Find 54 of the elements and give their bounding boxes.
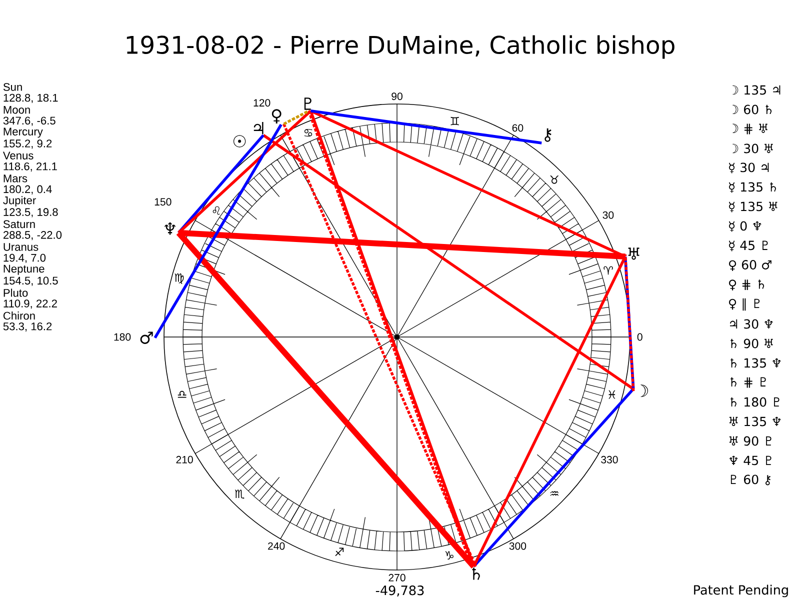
aspect-entry: ☿ 45 ♇ — [729, 240, 768, 252]
position-text: Chiron — [4, 312, 35, 320]
aspect-entry: ☿ 135 ♅ — [729, 202, 778, 212]
chart-title: 1931-08-02 - Pierre DuMaine, Catholic bishop — [126, 35, 674, 59]
position-text: 53.3, 16.2 — [3, 322, 52, 332]
position-text: 155.2, 9.2 — [4, 140, 52, 149]
degree-number: 90 — [392, 92, 402, 100]
position-text: Uranus — [4, 243, 38, 251]
degree-number: 0 — [637, 333, 642, 341]
position-text: Saturn — [3, 220, 35, 228]
aspect-entry: ♄ 135 ♆ — [730, 358, 781, 368]
aspect-entry: ♇ 60 ⚷ — [730, 474, 771, 486]
position-text: 110.9, 22.2 — [4, 300, 57, 309]
aspect-entry: ♄ 90 ♅ — [730, 338, 773, 348]
aspect-entry: ♆ 45 ♇ — [730, 456, 772, 466]
aspect-entry: ♀ 60 ♂ — [729, 260, 772, 271]
aspect-entry: ☿ 0 ♆ — [729, 221, 762, 232]
aspect-entry: ♀ ⋕ ♄ — [729, 280, 764, 290]
aspect-entry: ♅ 135 ♆ — [729, 416, 781, 426]
aspect-entry: ☽ 60 ♄ — [732, 104, 772, 114]
position-text: 128.8, 18.1 — [4, 94, 58, 103]
position-text: 19.4, 7.0 — [4, 254, 46, 264]
aspect-entry: ☿ 30 ♃ — [729, 162, 769, 174]
position-text: Pluto — [4, 288, 28, 297]
position-text: 180.2, 0.4 — [4, 185, 52, 194]
position-text: 123.5, 19.8 — [4, 208, 58, 218]
planet-symbol: ♅ — [628, 248, 640, 260]
position-text: 347.6, -6.5 — [3, 116, 56, 126]
degree-number: 270 — [388, 574, 406, 582]
position-text: 118.6, 21.1 — [4, 162, 57, 172]
aspect-entry: ♃ 30 ♆ — [730, 319, 773, 329]
aspect-entry: ☿ 135 ♄ — [729, 182, 776, 193]
position-text: Sun — [3, 83, 22, 91]
position-text: Neptune — [4, 264, 44, 275]
aspect-entry: ♀ ∥ ♇ — [729, 298, 760, 311]
aspect-entry: ☽ 135 ♃ — [732, 85, 780, 95]
aspect-entry: ☽ 30 ♅ — [732, 144, 773, 154]
position-text: 288.5, -22.0 — [4, 231, 62, 240]
planet-symbol: ♄ — [472, 568, 480, 580]
position-text: Mars — [4, 174, 28, 182]
aspect-entry: ♅ 90 ♇ — [729, 436, 772, 446]
planet-symbol: ☽ — [640, 384, 648, 397]
aspect-entry: ♄ 180 ♇ — [730, 397, 780, 407]
degree-number: 180 — [114, 333, 131, 341]
position-text: Mercury — [4, 128, 43, 138]
number-text: -49,783 — [376, 586, 424, 596]
position-text: Moon — [4, 106, 30, 114]
aspect-entry: ♄ ⋕ ♇ — [730, 377, 766, 388]
position-text: Venus — [2, 152, 34, 160]
aspect-entry: ☽ ⋕ ♅ — [732, 124, 768, 134]
planet-symbol: ♂ — [140, 332, 153, 344]
position-text: Jupiter — [3, 196, 36, 206]
footer-text: Patent Pending — [694, 584, 788, 598]
position-text: 154.5, 10.5 — [4, 276, 58, 286]
